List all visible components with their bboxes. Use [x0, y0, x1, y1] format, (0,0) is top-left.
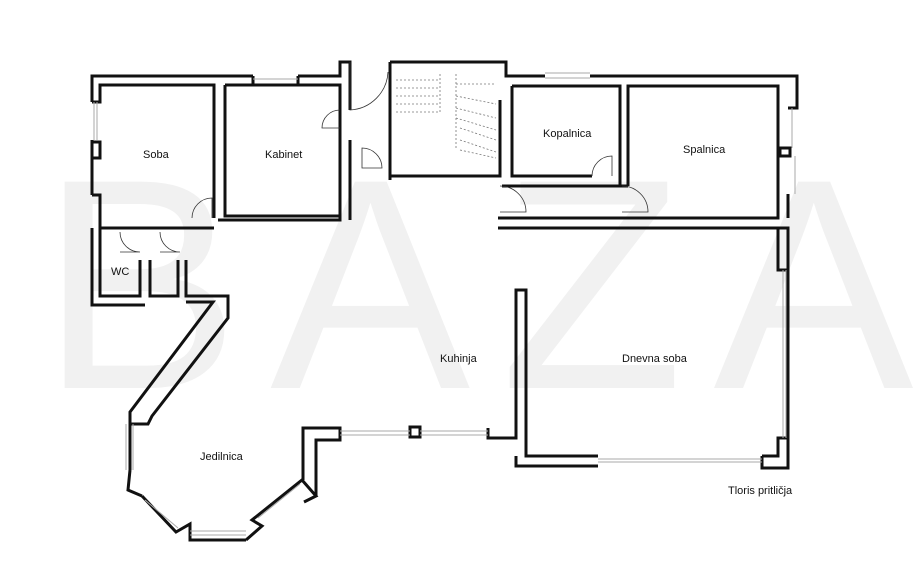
- staircase: [396, 74, 497, 159]
- room-label-jedilnica: Jedilnica: [200, 451, 244, 463]
- outer-walls: [90, 60, 799, 542]
- room-label-kabinet: Kabinet: [265, 149, 302, 161]
- room-label-dnevna-soba: Dnevna soba: [622, 353, 688, 365]
- room-label-soba: Soba: [143, 149, 170, 161]
- doors: [119, 62, 649, 253]
- room-label-wc: WC: [111, 266, 129, 278]
- room-label-spalnica: Spalnica: [683, 144, 726, 156]
- plan-caption: Tloris pritličja: [728, 485, 793, 497]
- room-label-kopalnica: Kopalnica: [543, 128, 592, 140]
- windows: [93, 72, 796, 536]
- room-label-kuhinja: Kuhinja: [440, 353, 478, 365]
